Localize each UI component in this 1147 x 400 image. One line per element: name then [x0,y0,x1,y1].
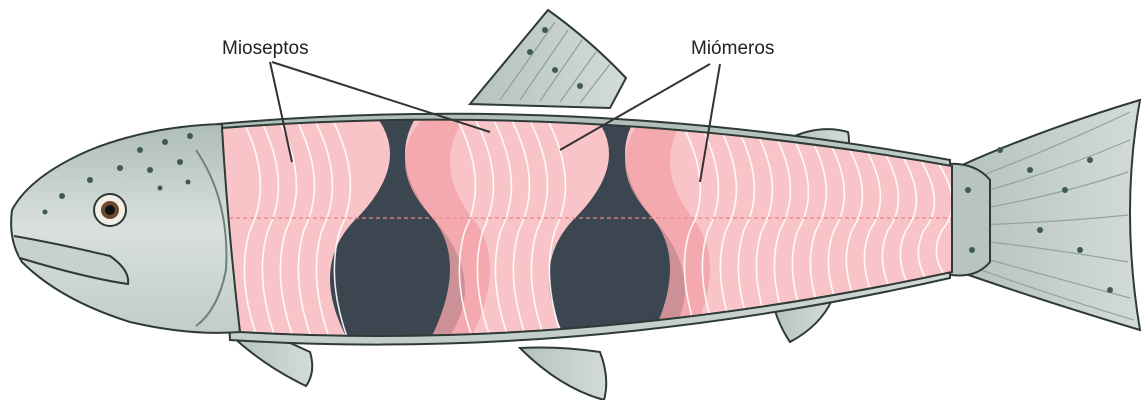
label-miomeros: Miómeros [691,38,774,60]
fish-head [11,124,240,333]
label-mioseptos: Mioseptos [222,38,309,60]
pelvic-fin [520,348,606,400]
eye-icon [94,194,126,226]
